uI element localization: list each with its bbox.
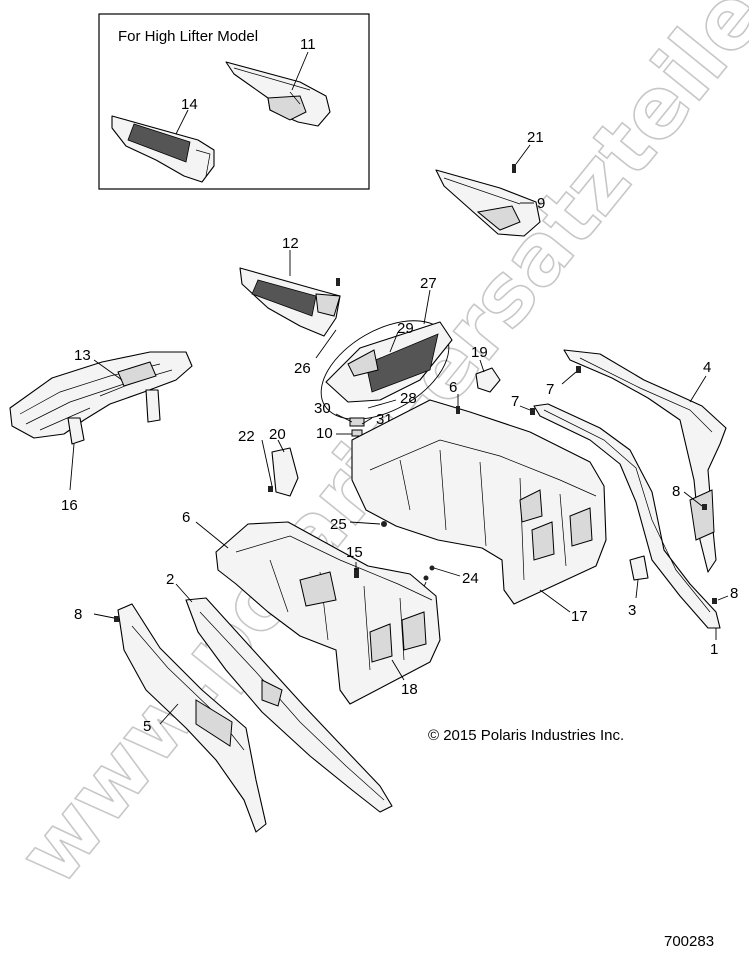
- callout-21: 21: [527, 129, 544, 146]
- screw-22: [268, 486, 273, 492]
- callout-4: 4: [703, 359, 711, 376]
- part-1-right-rail: [533, 403, 721, 629]
- screw-8b: [702, 504, 707, 510]
- inset-high-lifter: For High Lifter Model 11 14: [98, 13, 370, 190]
- callout-8c: 8: [730, 585, 738, 602]
- part-17-rear-tub: [351, 399, 607, 605]
- callout-7a: 7: [546, 381, 554, 398]
- part-3-bracket: [629, 555, 649, 581]
- callout-8b: 8: [672, 483, 680, 500]
- part-14-grille-panel: [111, 115, 215, 183]
- callout-2: 2: [166, 571, 174, 588]
- callout-15: 15: [346, 544, 363, 561]
- group-27-storage: [320, 320, 453, 420]
- copyright-text: © 2015 Polaris Industries Inc.: [428, 727, 624, 744]
- screw-12-top: [336, 278, 340, 286]
- callout-5: 5: [143, 718, 151, 735]
- screw-8a: [114, 616, 119, 622]
- callout-24: 24: [462, 570, 479, 587]
- callout-10: 10: [316, 425, 333, 442]
- screw-21: [512, 164, 516, 173]
- callout-30: 30: [314, 400, 331, 417]
- inset-frame: [98, 13, 370, 190]
- part-16-brackets: [67, 389, 161, 445]
- part-18-front-tub: [215, 521, 441, 705]
- callout-28: 28: [400, 390, 417, 407]
- screw-8c: [712, 598, 717, 604]
- part-12-grille-panel: [239, 267, 341, 337]
- part-9-cover: [435, 169, 541, 237]
- screw-15: [354, 568, 359, 578]
- callout-27: 27: [420, 275, 437, 292]
- callout-17: 17: [571, 608, 588, 625]
- screw-6b: [456, 406, 460, 414]
- part-2-left-rail: [185, 597, 393, 813]
- callout-16: 16: [61, 497, 78, 514]
- callout-3: 3: [628, 602, 636, 619]
- callout-14: 14: [181, 96, 198, 113]
- document-number: 700283: [664, 933, 714, 950]
- callout-8a: 8: [74, 606, 82, 623]
- part-11-cover: [225, 61, 331, 127]
- callout-13: 13: [74, 347, 91, 364]
- callout-18: 18: [401, 681, 418, 698]
- callout-20: 20: [269, 426, 286, 443]
- screw-7a: [576, 366, 581, 373]
- screw-25: [381, 521, 387, 527]
- callout-25: 25: [330, 516, 347, 533]
- parts-10-30-clips: [349, 417, 365, 437]
- callout-26: 26: [294, 360, 311, 377]
- callout-7b: 7: [511, 393, 519, 410]
- callout-6a: 6: [182, 509, 190, 526]
- callout-22: 22: [238, 428, 255, 445]
- callout-12: 12: [282, 235, 299, 252]
- screws-23-24: [423, 565, 435, 581]
- callout-9: 9: [537, 195, 545, 212]
- part-20-bracket: [271, 447, 299, 497]
- callout-1: 1: [710, 641, 718, 658]
- callout-6b: 6: [449, 379, 457, 396]
- part-5-left-panel: [117, 603, 267, 833]
- part-13-left-fender: [9, 351, 193, 439]
- callout-11: 11: [300, 36, 316, 53]
- callout-19: 19: [471, 344, 488, 361]
- part-19-bracket: [475, 367, 501, 393]
- part-4-right-upper-panel: [563, 349, 727, 573]
- callout-29: 29: [397, 320, 414, 337]
- inset-caption: For High Lifter Model: [118, 28, 258, 45]
- screw-7b: [530, 408, 535, 415]
